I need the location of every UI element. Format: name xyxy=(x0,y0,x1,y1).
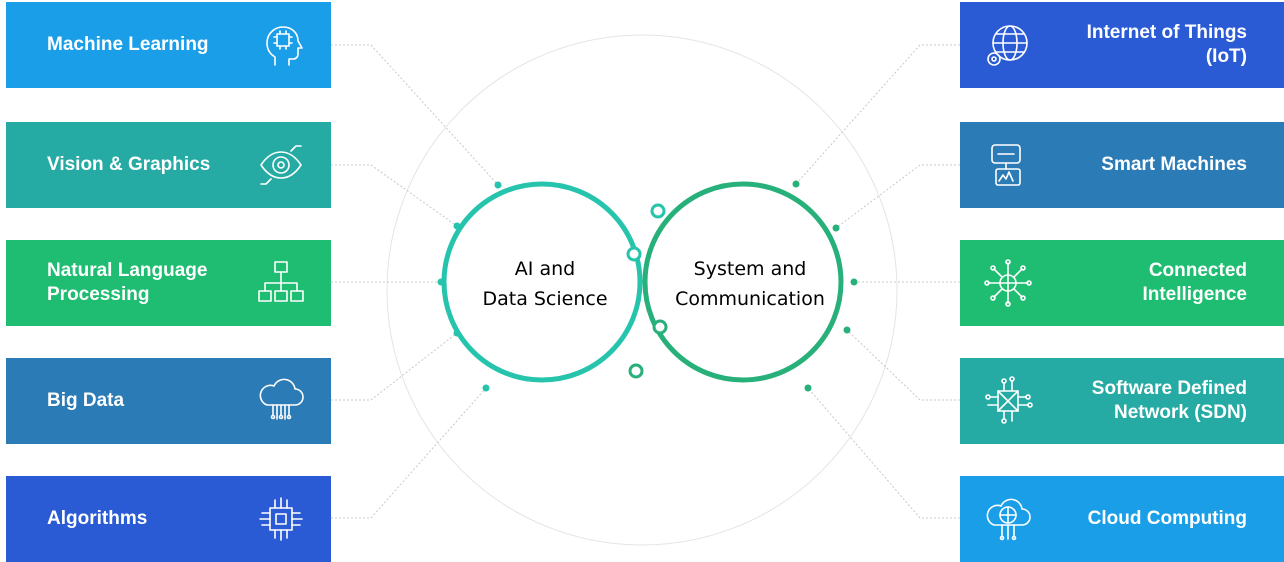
connector-line xyxy=(846,329,960,401)
background-circle xyxy=(386,34,898,546)
right-topic-card: Software Defined Network (SDN) xyxy=(960,358,1284,444)
left-ring-label: AI and Data Science xyxy=(482,258,608,310)
connector-line xyxy=(331,387,487,519)
right-topic-card: Smart Machines xyxy=(960,122,1284,208)
cloud-data-icon xyxy=(253,373,309,429)
ring-knob xyxy=(628,363,644,379)
left-topic-card: Vision & Graphics xyxy=(6,122,331,208)
ring-knob xyxy=(650,203,666,219)
connector-dot xyxy=(494,181,502,189)
chip-icon xyxy=(253,491,309,547)
topic-label: Vision & Graphics xyxy=(47,154,211,175)
connector-line xyxy=(331,164,458,227)
connector-line xyxy=(807,387,960,519)
circuit-icon xyxy=(980,373,1036,429)
connector-dot xyxy=(843,326,851,334)
connector-dot xyxy=(437,278,445,286)
connector-line xyxy=(331,332,458,401)
network-globe-icon xyxy=(980,255,1036,311)
topic-label: Internet of Things (IoT) xyxy=(1086,22,1247,67)
topic-label: Algorithms xyxy=(47,508,148,529)
connector-dot xyxy=(453,222,461,230)
left-topic-card: Machine Learning xyxy=(6,2,331,88)
robot-icon xyxy=(980,137,1036,193)
right-topic-card: Cloud Computing xyxy=(960,476,1284,562)
brain-head-icon xyxy=(253,17,309,73)
connector-dot xyxy=(482,384,490,392)
connector-dot xyxy=(453,329,461,337)
connector-line xyxy=(795,44,960,185)
right-topic-card: Connected Intelligence xyxy=(960,240,1284,326)
connector-dot xyxy=(832,224,840,232)
cloud-globe-icon xyxy=(980,491,1036,547)
eye-icon xyxy=(253,137,309,193)
connector-lines xyxy=(331,44,960,519)
left-topic-card: Natural Language Processing xyxy=(6,240,331,326)
topic-label: Cloud Computing xyxy=(1087,508,1247,529)
ring-knobs xyxy=(626,203,668,379)
left-topic-card: Algorithms xyxy=(6,476,331,562)
topic-label: Smart Machines xyxy=(1101,154,1247,175)
connector-dot xyxy=(792,180,800,188)
left-topic-card: Big Data xyxy=(6,358,331,444)
topic-label: Machine Learning xyxy=(47,34,209,55)
hierarchy-icon xyxy=(253,255,309,311)
ring-knob xyxy=(626,246,642,262)
connector-dot xyxy=(804,384,812,392)
topic-label: Natural Language Processing xyxy=(47,260,208,305)
globe-gear-icon xyxy=(980,17,1036,73)
topic-label: Big Data xyxy=(47,390,125,411)
right-topic-card: Internet of Things (IoT) xyxy=(960,2,1284,88)
connector-line xyxy=(835,164,960,229)
connector-line xyxy=(331,44,499,186)
topic-label: Connected Intelligence xyxy=(1142,260,1247,305)
connector-dot xyxy=(850,278,858,286)
right-ring xyxy=(642,181,844,383)
topic-label: Software Defined Network (SDN) xyxy=(1091,378,1247,423)
ring-knob xyxy=(652,319,668,335)
right-ring-label: System and Communication xyxy=(675,258,825,310)
connector-dots xyxy=(437,180,858,392)
